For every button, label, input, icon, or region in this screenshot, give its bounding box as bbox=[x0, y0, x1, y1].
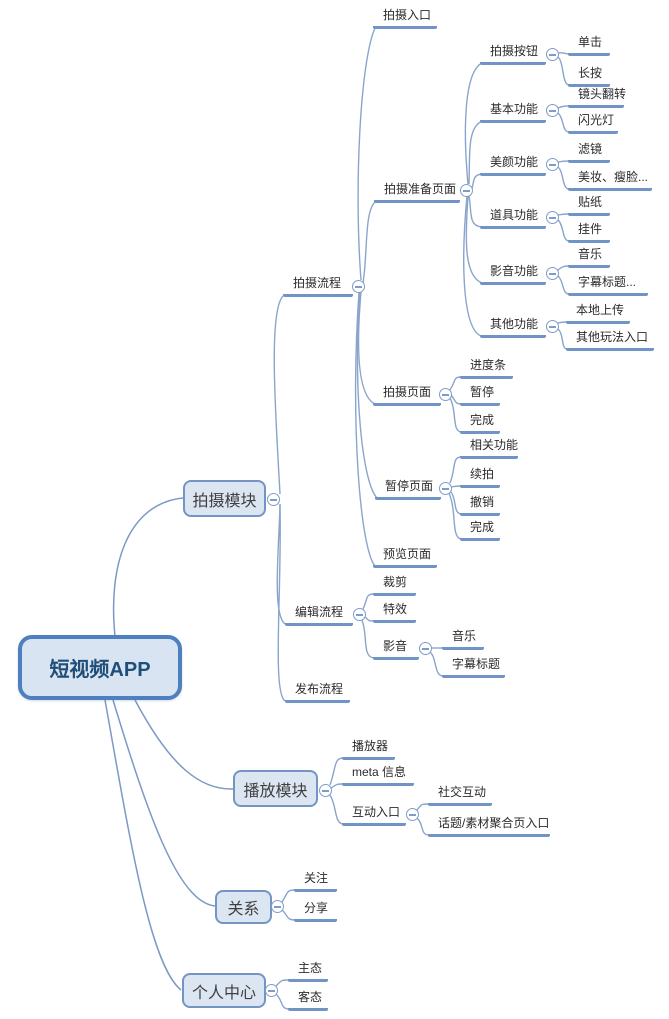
node-shanguangdeng[interactable]: 闪光灯 bbox=[568, 111, 618, 134]
node-chexiao[interactable]: 撤销 bbox=[460, 493, 500, 516]
collapse-toggle-paishe-zhunbei[interactable] bbox=[460, 184, 473, 197]
node-root[interactable]: 短视频APP bbox=[18, 635, 182, 700]
node-guajian[interactable]: 挂件 bbox=[568, 220, 610, 243]
minus-icon bbox=[274, 906, 281, 908]
node-lvjing[interactable]: 滤镜 bbox=[568, 140, 610, 163]
minus-icon bbox=[442, 488, 449, 490]
collapse-toggle-paishe-liucheng[interactable] bbox=[352, 280, 365, 293]
node-meta-xinxi[interactable]: meta 信息 bbox=[342, 763, 414, 786]
node-zhutai[interactable]: 主态 bbox=[288, 959, 328, 982]
node-jingtou-fanzhuan[interactable]: 镜头翻转 bbox=[568, 85, 626, 108]
collapse-toggle-meiyan-gongneng[interactable] bbox=[546, 158, 559, 171]
node-wancheng-1[interactable]: 完成 bbox=[460, 411, 500, 434]
node-paishe-mokuai[interactable]: 拍摄模块 bbox=[183, 480, 266, 517]
node-guanzhu[interactable]: 关注 bbox=[294, 869, 337, 892]
minus-icon bbox=[409, 814, 416, 816]
node-yulan-yemian[interactable]: 预览页面 bbox=[373, 545, 437, 568]
node-xiangguan-gongneng[interactable]: 相关功能 bbox=[460, 436, 518, 459]
minus-icon bbox=[422, 648, 429, 650]
collapse-toggle-paishe-mokuai[interactable] bbox=[267, 493, 280, 506]
node-fabu-liucheng[interactable]: 发布流程 bbox=[285, 680, 350, 703]
node-huati-sucai-rukou[interactable]: 话题/素材聚合页入口 bbox=[428, 814, 550, 837]
minus-icon bbox=[549, 54, 556, 56]
node-yinyue-2[interactable]: 音乐 bbox=[442, 627, 484, 650]
collapse-toggle-qita-gongneng[interactable] bbox=[546, 320, 559, 333]
node-jiben-gongneng[interactable]: 基本功能 bbox=[480, 100, 546, 123]
minus-icon bbox=[442, 394, 449, 396]
node-zanting[interactable]: 暂停 bbox=[460, 383, 500, 406]
node-bianji-liucheng[interactable]: 编辑流程 bbox=[285, 603, 353, 626]
node-paishe-anniu[interactable]: 拍摄按钮 bbox=[480, 42, 546, 65]
collapse-toggle-zanting-yemian[interactable] bbox=[439, 482, 452, 495]
collapse-toggle-daoju-gongneng[interactable] bbox=[546, 211, 559, 224]
collapse-toggle-bianji-liucheng[interactable] bbox=[353, 608, 366, 621]
node-tiezhi[interactable]: 贴纸 bbox=[568, 193, 610, 216]
minus-icon bbox=[270, 499, 277, 501]
node-guanxi[interactable]: 关系 bbox=[215, 890, 272, 924]
minus-icon bbox=[268, 990, 275, 992]
collapse-toggle-jiben-gongneng[interactable] bbox=[546, 104, 559, 117]
minus-icon bbox=[322, 790, 329, 792]
node-caijian[interactable]: 裁剪 bbox=[373, 573, 416, 596]
node-danji[interactable]: 单击 bbox=[568, 33, 610, 56]
node-changan[interactable]: 长按 bbox=[568, 64, 610, 87]
node-zimu-biaoti-2[interactable]: 字幕标题 bbox=[442, 655, 505, 678]
node-qita-gongneng[interactable]: 其他功能 bbox=[480, 315, 546, 338]
node-paishe-liucheng[interactable]: 拍摄流程 bbox=[283, 274, 353, 297]
node-paishe-zhunbei[interactable]: 拍摄准备页面 bbox=[374, 180, 460, 203]
node-yinyue-1[interactable]: 音乐 bbox=[568, 245, 610, 268]
collapse-toggle-yingyin-gongneng[interactable] bbox=[546, 267, 559, 280]
node-texiao[interactable]: 特效 bbox=[373, 600, 416, 623]
node-daoju-gongneng[interactable]: 道具功能 bbox=[480, 206, 546, 229]
node-shejiao-hudong[interactable]: 社交互动 bbox=[428, 783, 492, 806]
node-qita-wanfa-rukou[interactable]: 其他玩法入口 bbox=[566, 328, 654, 351]
node-ketai[interactable]: 客态 bbox=[288, 988, 328, 1011]
minus-icon bbox=[463, 190, 470, 192]
node-fenxiang[interactable]: 分享 bbox=[294, 899, 337, 922]
minus-icon bbox=[356, 614, 363, 616]
node-xupai[interactable]: 续拍 bbox=[460, 465, 500, 488]
node-wancheng-2[interactable]: 完成 bbox=[460, 518, 500, 541]
collapse-toggle-bofang-mokuai[interactable] bbox=[319, 784, 332, 797]
minus-icon bbox=[355, 286, 362, 288]
node-paishe-rukou[interactable]: 拍摄入口 bbox=[373, 6, 437, 29]
node-yingyin[interactable]: 影音 bbox=[373, 637, 419, 660]
collapse-toggle-paishe-yemian[interactable] bbox=[439, 388, 452, 401]
node-bofang-mokuai[interactable]: 播放模块 bbox=[233, 770, 318, 807]
minus-icon bbox=[549, 110, 556, 112]
collapse-toggle-geren-zhongxin[interactable] bbox=[265, 984, 278, 997]
minus-icon bbox=[549, 217, 556, 219]
minus-icon bbox=[549, 273, 556, 275]
node-bofangqi[interactable]: 播放器 bbox=[342, 737, 395, 760]
minus-icon bbox=[549, 326, 556, 328]
collapse-toggle-hudong-rukou[interactable] bbox=[406, 808, 419, 821]
node-jindutiao[interactable]: 进度条 bbox=[460, 356, 513, 379]
collapse-toggle-yingyin[interactable] bbox=[419, 642, 432, 655]
collapse-toggle-paishe-anniu[interactable] bbox=[546, 48, 559, 61]
node-geren-zhongxin[interactable]: 个人中心 bbox=[182, 973, 266, 1008]
node-zanting-yemian[interactable]: 暂停页面 bbox=[375, 477, 441, 500]
node-yingyin-gongneng[interactable]: 影音功能 bbox=[480, 262, 546, 285]
node-meizhuang-shoulian[interactable]: 美妆、瘦脸... bbox=[568, 168, 652, 191]
node-bendi-shangchuan[interactable]: 本地上传 bbox=[566, 301, 630, 324]
node-zimu-biaoti-1[interactable]: 字幕标题... bbox=[568, 273, 648, 296]
node-hudong-rukou[interactable]: 互动入口 bbox=[342, 803, 406, 826]
node-meiyan-gongneng[interactable]: 美颜功能 bbox=[480, 153, 546, 176]
minus-icon bbox=[549, 164, 556, 166]
collapse-toggle-guanxi[interactable] bbox=[271, 900, 284, 913]
node-paishe-yemian[interactable]: 拍摄页面 bbox=[373, 383, 441, 406]
